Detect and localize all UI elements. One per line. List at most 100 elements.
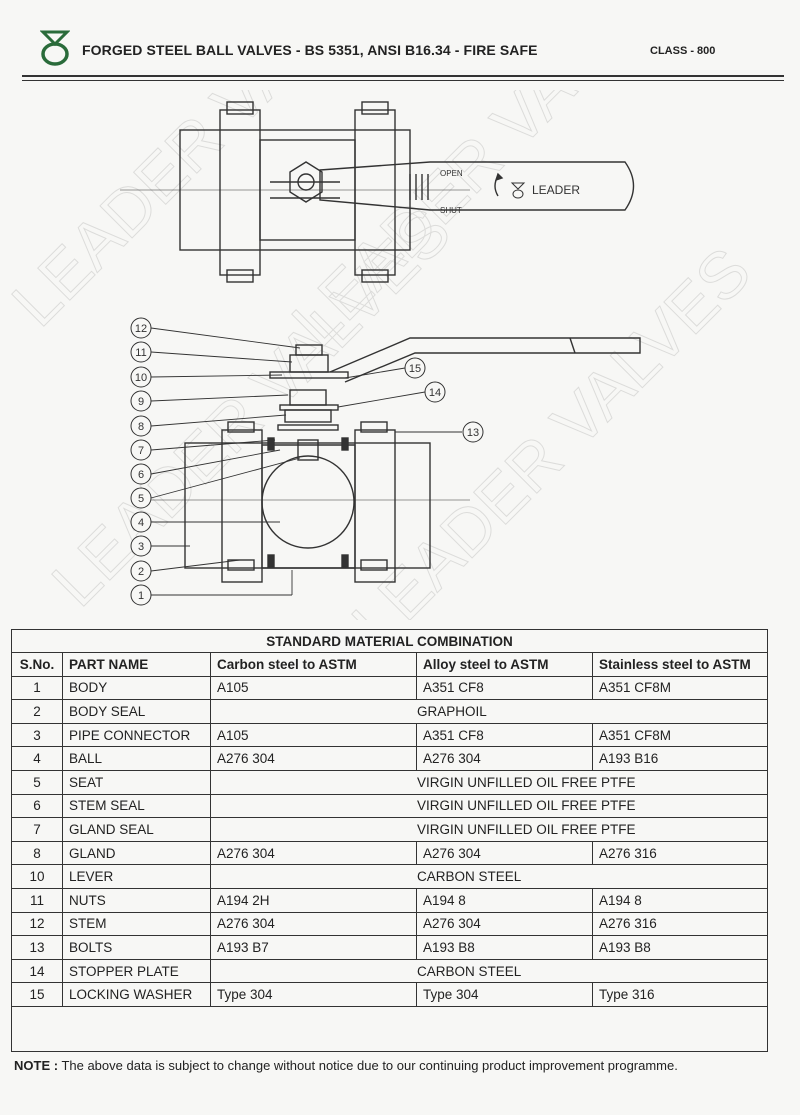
fire-safe-label: FIRE SAFE [463, 42, 538, 58]
cell-carbon: A276 304 [210, 746, 417, 771]
callout-number: 10 [135, 372, 147, 384]
cell-stainless: A193 B8 [591, 935, 769, 960]
cell-part: LEVER [62, 864, 211, 889]
cell-alloy: A193 B8 [416, 935, 593, 960]
cell-alloy: A276 304 [416, 840, 593, 866]
table-row: 15 LOCKING WASHER Type 304 Type 304 Type… [11, 982, 769, 1007]
cell-sno: 1 [11, 675, 63, 701]
callout-number: 5 [138, 493, 144, 505]
table-row: 5 SEAT VIRGIN UNFILLED OIL FREE PTFE [11, 769, 769, 795]
cell-part: LOCKING WASHER [62, 982, 211, 1007]
cell-common: CARBON STEEL [209, 864, 769, 889]
cell-part: GLAND SEAL [62, 817, 211, 842]
callout-number: 6 [138, 469, 144, 481]
cell-stainless: A194 8 [591, 887, 769, 913]
cell-common: VIRGIN UNFILLED OIL FREE PTFE [209, 793, 769, 819]
cell-sno: 13 [11, 935, 63, 960]
cell-alloy: A194 8 [416, 887, 593, 913]
material-table: STANDARD MATERIAL COMBINATION S.No. PART… [10, 629, 769, 1052]
cell-carbon: A193 B7 [210, 935, 417, 960]
table-row: 14 STOPPER PLATE CARBON STEEL [11, 958, 769, 984]
table-row: 12 STEM A276 304 A276 304 A276 316 [11, 911, 769, 937]
cell-part: STEM [62, 911, 211, 937]
table-row: 2 BODY SEAL GRAPHOIL [11, 699, 769, 724]
cell-carbon: A105 [210, 722, 417, 748]
cell-sno: 5 [11, 769, 63, 795]
cell-sno: 7 [11, 817, 63, 842]
cell-part: BODY SEAL [62, 699, 211, 724]
table-row: 6 STEM SEAL VIRGIN UNFILLED OIL FREE PTF… [11, 793, 769, 819]
cell-part: BODY [62, 675, 211, 701]
callout-number: 8 [138, 421, 144, 433]
cell-part: STOPPER PLATE [62, 958, 211, 984]
cell-stainless: A351 CF8M [591, 675, 769, 701]
cell-common: CARBON STEEL [209, 958, 769, 984]
cell-part: NUTS [62, 887, 211, 913]
cell-sno: 6 [11, 793, 63, 819]
cell-stainless: A193 B16 [591, 746, 769, 771]
cell-carbon: A276 304 [210, 911, 417, 937]
callout-number: 1 [138, 590, 144, 602]
callout-number: 7 [138, 445, 144, 457]
cell-part: GLAND [62, 840, 211, 866]
cell-alloy: A276 304 [416, 746, 593, 771]
callout-markers [130, 317, 484, 606]
cell-sno: 8 [11, 840, 63, 866]
page-header: FORGED STEEL BALL VALVES - BS 5351, ANSI… [0, 0, 800, 90]
watermark: LEADER VALVES LEADER VALVES LEADER VALVE… [0, 90, 765, 620]
cell-sno: 14 [11, 958, 63, 984]
cell-stainless: A276 316 [591, 840, 769, 866]
column-header: PART NAME [62, 652, 211, 677]
valve-top-view [120, 101, 635, 283]
class-label: CLASS - 800 [650, 45, 716, 57]
footnote: NOTE : The above data is subject to chan… [14, 1058, 678, 1073]
valve-drawing: LEADER VALVES LEADER VALVES LEADER VALVE… [0, 90, 765, 620]
cell-common: VIRGIN UNFILLED OIL FREE PTFE [209, 769, 769, 795]
column-header: Alloy steel to ASTM [416, 652, 593, 677]
lever-shut-label: SHUT [440, 206, 462, 215]
cell-sno: 15 [11, 982, 63, 1007]
table-row: 11 NUTS A194 2H A194 8 A194 8 [11, 887, 769, 913]
cell-alloy: A351 CF8 [416, 722, 593, 748]
cell-sno: 12 [11, 911, 63, 937]
cell-common: GRAPHOIL [209, 699, 769, 724]
cell-part: PIPE CONNECTOR [62, 722, 211, 748]
table-row: 13 BOLTS A193 B7 A193 B8 A193 B8 [11, 935, 769, 960]
callout-number: 13 [467, 427, 479, 439]
header-rule [22, 75, 784, 77]
column-header: Stainless steel to ASTM [591, 652, 769, 677]
callout-number: 14 [429, 387, 441, 399]
callout-number: 2 [138, 566, 144, 578]
table-caption-row: STANDARD MATERIAL COMBINATION [10, 629, 769, 653]
cell-sno: 4 [11, 746, 63, 771]
cell-part: BOLTS [62, 935, 211, 960]
cell-carbon: A276 304 [210, 840, 417, 866]
table-row: 8 GLAND A276 304 A276 304 A276 316 [11, 840, 769, 866]
table-header-row: S.No. PART NAME Carbon steel to ASTM All… [11, 652, 769, 677]
callout-numbers: 12 11 10 9 8 7 6 5 4 3 2 1 15 14 13 [135, 323, 479, 602]
cell-carbon: A194 2H [210, 887, 417, 913]
column-header: S.No. [11, 652, 63, 677]
cell-common: VIRGIN UNFILLED OIL FREE PTFE [209, 817, 769, 842]
lever-logo-icon [510, 182, 526, 199]
lever-open-label: OPEN [440, 169, 463, 178]
cell-alloy: A351 CF8 [416, 675, 593, 701]
header-rule-thin [22, 80, 784, 81]
callout-number: 12 [135, 323, 147, 335]
cell-alloy: A276 304 [416, 911, 593, 937]
blank-cell [10, 1005, 769, 1052]
callout-number: 11 [135, 347, 146, 359]
callout-number: 4 [138, 517, 144, 529]
cell-sno: 3 [11, 722, 63, 748]
table-blank-row [10, 1005, 769, 1052]
cell-sno: 2 [11, 699, 63, 724]
table-caption: STANDARD MATERIAL COMBINATION [10, 629, 769, 653]
cell-sno: 11 [11, 887, 63, 913]
column-header: Carbon steel to ASTM [210, 652, 417, 677]
note-label: NOTE : [14, 1058, 59, 1073]
table-row: 10 LEVER CARBON STEEL [11, 864, 769, 889]
cell-alloy: Type 304 [416, 982, 593, 1007]
cell-stainless: A351 CF8M [591, 722, 769, 748]
note-text: The above data is subject to change with… [58, 1058, 678, 1073]
callout-number: 15 [409, 363, 421, 375]
